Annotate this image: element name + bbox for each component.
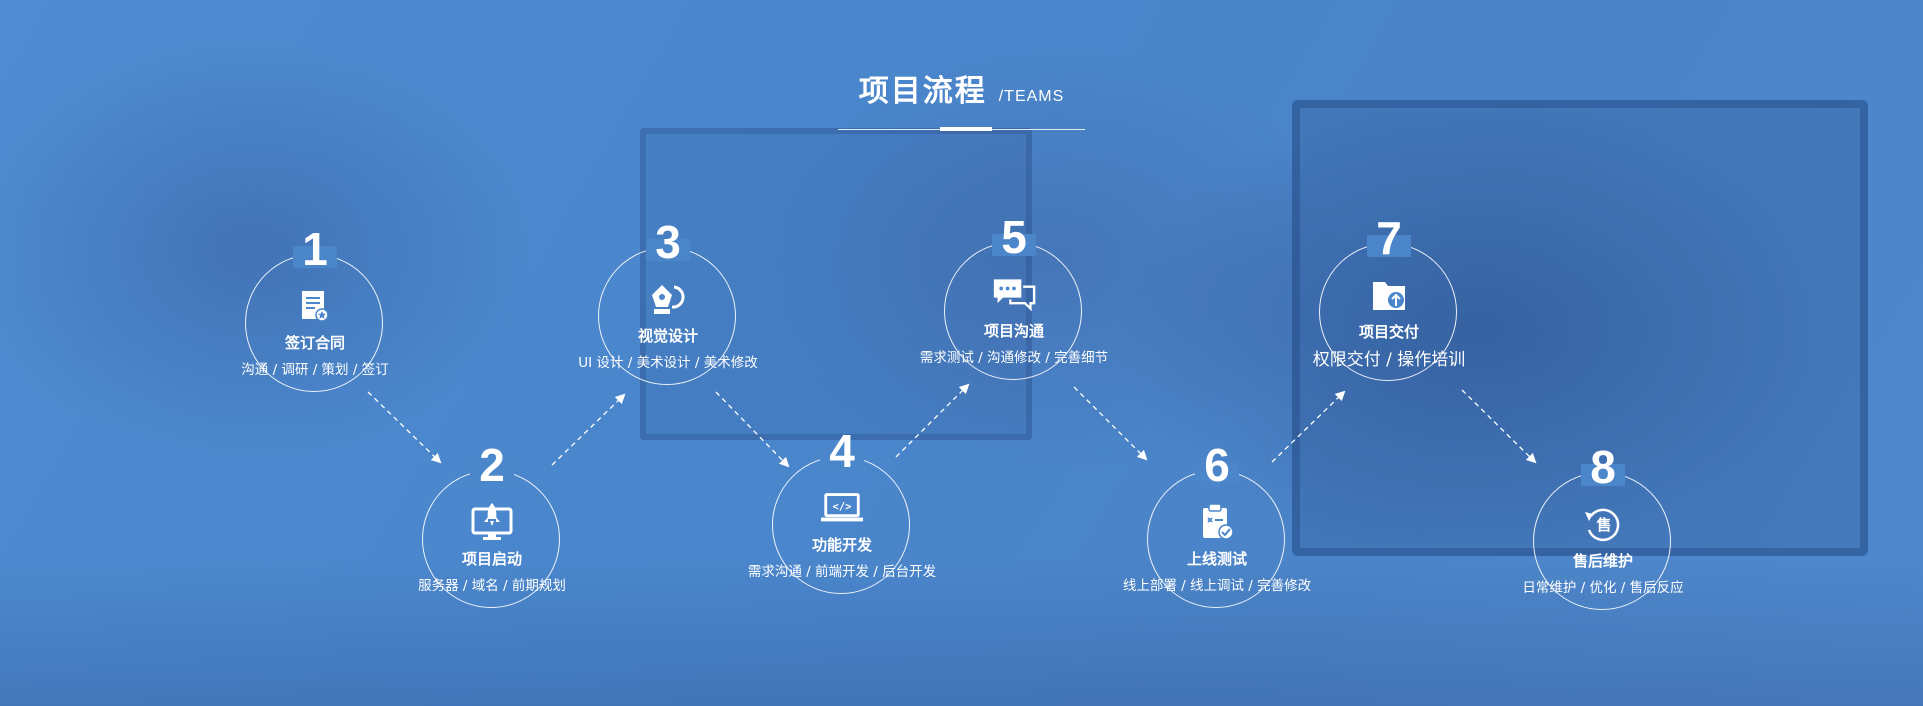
step-number: 8 (1590, 441, 1616, 493)
step-desc: 线上部署 / 线上调试 / 完善修改 (1122, 578, 1312, 594)
contract-icon (293, 286, 337, 326)
page-title: 项目流程 (858, 74, 987, 109)
step-label: 上线测试 (1186, 550, 1247, 568)
arrow-4-5 (895, 383, 970, 458)
step-number: 2 (479, 439, 505, 491)
code-laptop-icon: </> (820, 488, 864, 528)
step-label: 项目沟通 (983, 322, 1044, 340)
step-desc: UI 设计 / 美术设计 / 美术修改 (578, 355, 758, 371)
folder-upload-icon (1367, 275, 1411, 315)
page-subtitle: /TEAMS (998, 88, 1065, 105)
step-desc: 沟通 / 调研 / 策划 / 签订 (241, 362, 389, 378)
arrow-3-4 (715, 391, 790, 468)
clipboard-check-icon (1195, 502, 1239, 542)
section-header: 项目流程 /TEAMS (0, 66, 1923, 110)
step-label: 签订合同 (284, 334, 345, 352)
step-label: 项目启动 (461, 550, 522, 568)
arrow-7-8 (1461, 389, 1537, 464)
step-number: 3 (655, 216, 681, 268)
chat-bubbles-icon (992, 274, 1036, 314)
refresh-service-icon: 售 (1581, 504, 1625, 544)
step-desc: 需求沟通 / 前端开发 / 后台开发 (747, 564, 937, 580)
title-accent-bar (940, 127, 992, 131)
pen-tool-icon (646, 279, 690, 319)
rocket-monitor-icon (470, 502, 514, 542)
step-label: 项目交付 (1358, 323, 1419, 341)
step-desc: 日常维护 / 优化 / 售后反应 (1522, 580, 1684, 596)
step-number: 6 (1204, 439, 1230, 491)
icon-text: 售 (1596, 516, 1611, 534)
arrow-2-3 (551, 393, 626, 466)
step-label: 售后维护 (1572, 552, 1633, 570)
step-number: 5 (1001, 211, 1027, 263)
arrow-5-6 (1073, 386, 1148, 461)
step-desc: 需求测试 / 沟通修改 / 完善细节 (919, 350, 1109, 366)
arrow-1-2 (367, 391, 442, 464)
step-number: 7 (1376, 212, 1402, 264)
step-desc: 权限交付 / 操作培训 (1312, 350, 1466, 370)
arrow-6-7 (1271, 390, 1346, 463)
step-number: 1 (302, 223, 328, 275)
step-label: 视觉设计 (637, 327, 698, 345)
step-desc: 服务器 / 域名 / 前期规划 (418, 578, 566, 594)
step-number: 4 (829, 425, 855, 477)
svg-text:</>: </> (833, 501, 852, 513)
step-label: 功能开发 (811, 536, 872, 554)
